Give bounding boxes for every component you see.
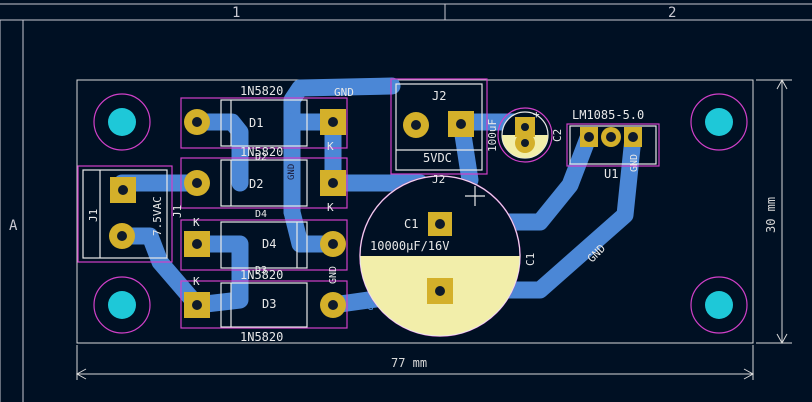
c1-ref2: C1 — [524, 253, 537, 266]
u1-pad-1 — [580, 127, 598, 147]
courtyards — [77, 78, 660, 329]
j2-value: 5VDC — [423, 151, 452, 165]
c2-plus: + — [533, 108, 540, 121]
d3-value: 1N5820 — [240, 330, 283, 344]
c1-value: 10000µF/16V — [370, 239, 449, 253]
d4-ref2: D4 — [255, 209, 267, 220]
d3-ref: D3 — [262, 297, 276, 311]
d2-anode-pad — [184, 170, 210, 196]
d4-ref: D4 — [262, 237, 276, 251]
frame-col-2: 2 — [668, 5, 676, 21]
d2-value: 1N5820 — [240, 145, 283, 159]
gnd-d2-label: GND — [287, 164, 297, 180]
j2-pad-2 — [448, 111, 474, 137]
d4-cathode-pad — [184, 231, 210, 257]
height-dimension — [756, 78, 792, 345]
u1-ref: U1 — [604, 167, 618, 181]
d1-k: K — [327, 140, 334, 153]
u1-value: LM1085-5.0 — [572, 108, 644, 122]
d1-cathode-pad — [320, 109, 346, 135]
silkscreen-bodies — [82, 83, 657, 328]
c2-value: 100uF — [486, 119, 499, 152]
rotated-labels: J1 7.5VAC J1 100uF C2 C1 GND GND GND GND — [87, 119, 640, 284]
board-outline — [76, 79, 754, 344]
j1-ref2: J1 — [171, 205, 184, 218]
j1-ref: J1 — [87, 209, 100, 222]
sheet-frame — [0, 3, 812, 402]
d4-value: 1N5820 — [240, 268, 283, 282]
d1-anode-pad — [184, 109, 210, 135]
d4-anode-pad — [320, 231, 346, 257]
d4-ref3: D3 — [255, 265, 267, 276]
c1-ref: C1 — [404, 217, 418, 231]
d4-k: K — [193, 216, 200, 229]
width-dimension — [75, 345, 755, 380]
c2-ref: C2 — [551, 129, 564, 142]
d2-cathode-pad — [320, 170, 346, 196]
frame-col-1: 1 — [232, 5, 240, 21]
gnd-d3-label: G — [367, 300, 374, 313]
c2-pad-minus — [515, 133, 535, 153]
pads — [109, 109, 642, 318]
d3-cathode-pad — [184, 292, 210, 318]
c1-pad-plus — [428, 212, 452, 236]
height-dimension-label: 30 mm — [764, 197, 778, 233]
gnd-u1-label: GND — [629, 154, 640, 172]
j2-ref2: J2 — [432, 173, 445, 186]
c1-capacitor — [359, 175, 521, 337]
gnd-top-label: GND — [334, 86, 354, 99]
silkscreen-text: 1N5820 D1 K 1N5820 D2 D2 K D4 K D4 1N582… — [193, 84, 644, 344]
d1-value: 1N5820 — [240, 84, 283, 98]
j1-value: 7.5VAC — [151, 196, 164, 236]
frame-row-a: A — [9, 218, 18, 234]
j2-pad-1 — [403, 112, 429, 138]
c1-pad-minus — [427, 278, 453, 304]
d1-ref: D1 — [249, 116, 263, 130]
c2-pad-plus — [515, 117, 535, 137]
j2-ref: J2 — [432, 89, 446, 103]
gnd-d4-label: GND — [328, 266, 339, 284]
u1-pad-2 — [601, 127, 621, 147]
d3-k: K — [193, 275, 200, 288]
d3-anode-pad — [320, 292, 346, 318]
d2-k: K — [327, 201, 334, 214]
d2-ref: D2 — [249, 177, 263, 191]
j1-pad-1 — [110, 177, 136, 203]
width-dimension-label: 77 mm — [391, 356, 427, 370]
j1-pad-2 — [109, 223, 135, 249]
mount-holes — [93, 93, 748, 334]
d2-ref2: D2 — [255, 152, 267, 163]
u1-pad-3 — [624, 127, 642, 147]
